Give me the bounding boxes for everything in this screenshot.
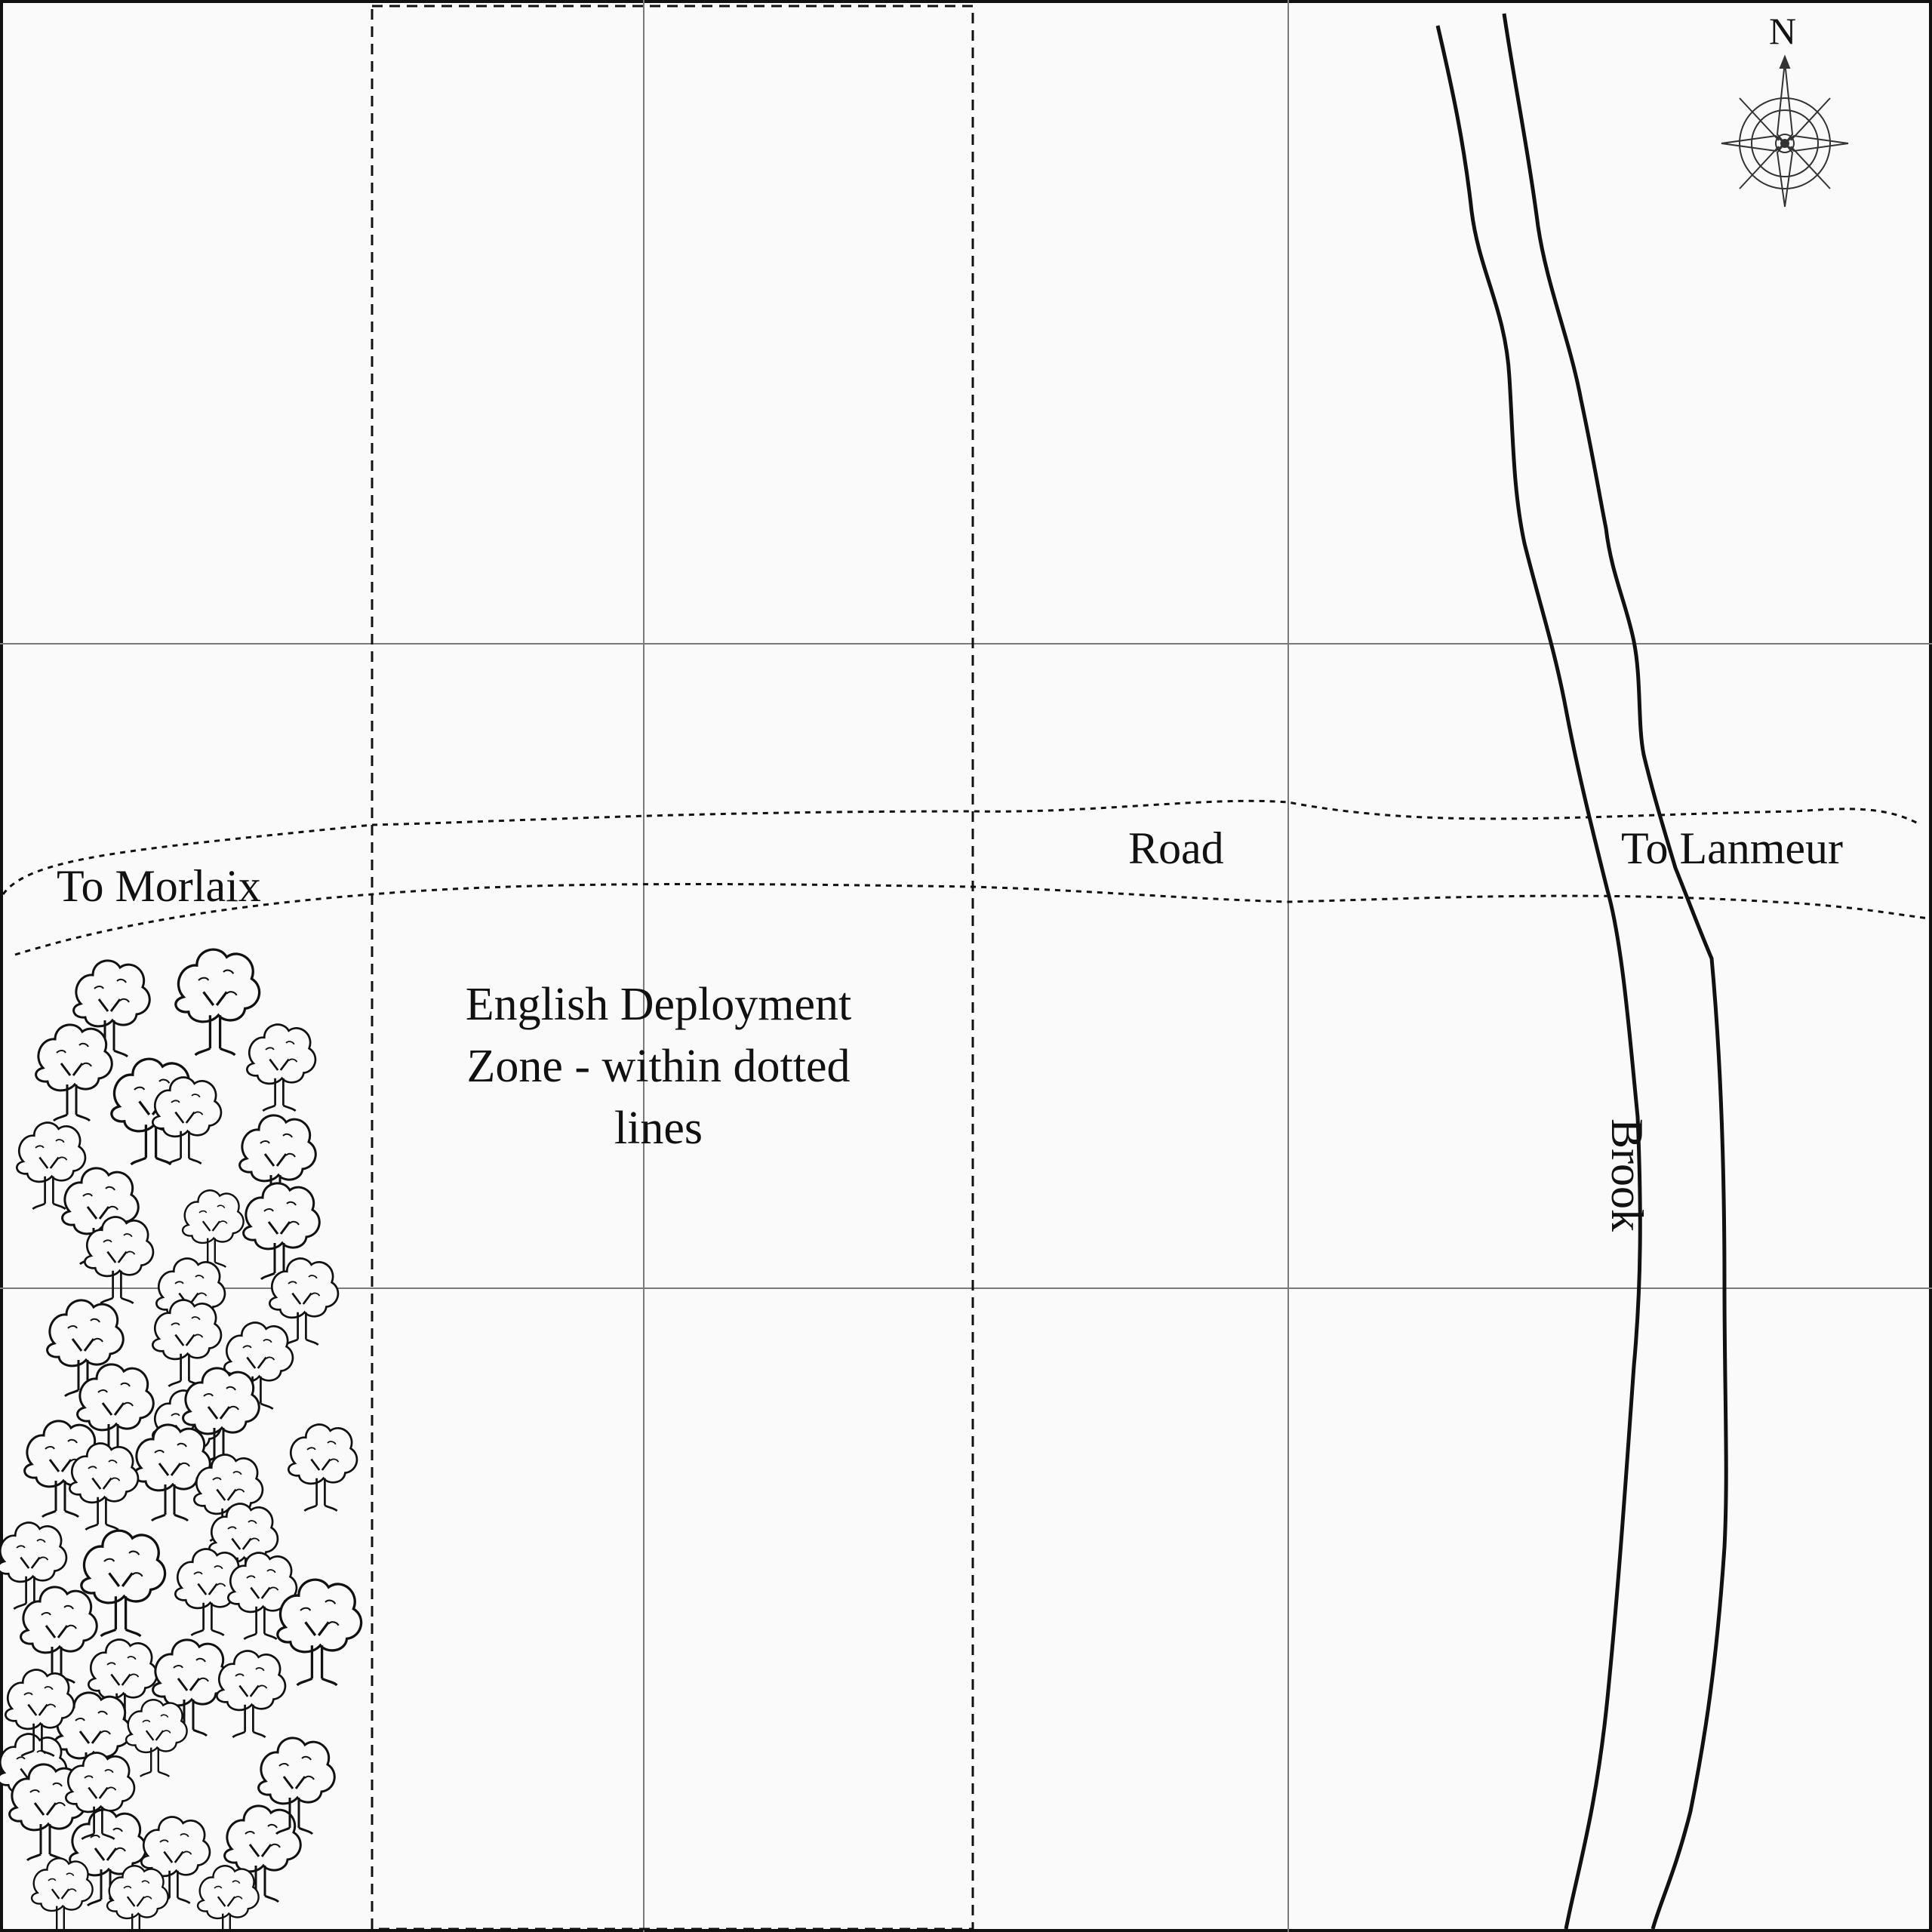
to-lanmeur-label: To Lanmeur [1621,823,1844,873]
tree-icon [181,1189,245,1268]
deployment-zone-boundary [371,5,974,1930]
road-label: Road [1128,823,1224,873]
tree-icon [152,1299,223,1388]
tree-icon [8,1763,87,1862]
brook [1435,13,1728,1930]
tree-icon [246,1023,317,1112]
compass-diagonals [1739,97,1831,189]
compass-inner-ring [1751,109,1819,177]
compass-center [1775,134,1795,153]
tree-icon [84,1216,155,1305]
compass-star [1721,61,1849,208]
compass-north-arrow [1779,54,1791,69]
brook-label: Brook [1602,1118,1652,1232]
deployment-zone-label: English Deployment Zone - within dotted … [465,979,852,1154]
compass-north-label: N [1769,10,1797,52]
tree-icon [30,1857,94,1932]
tree-icon [69,1442,140,1531]
tree-icon [46,1299,125,1398]
tree-icon [80,1529,167,1638]
road-edge-north [2,799,1921,895]
compass-outer-ring [1739,97,1831,189]
tree-icon [5,1669,75,1758]
tree-icon [16,1121,87,1211]
road [2,799,1930,956]
tree-icon [276,1578,363,1687]
tree-icon [227,1552,298,1641]
tree-icon [35,1023,113,1122]
road-edge-south [14,882,1930,956]
tree-icon [20,1586,98,1684]
tree-icon [182,1367,260,1466]
compass-rose-icon [1721,54,1849,208]
tree-icon [106,1865,169,1932]
tree-icon [0,1521,68,1611]
tree-icon [216,1650,287,1739]
tree-icon [125,1699,188,1777]
tree-icon [269,1257,340,1346]
tree-icon [65,1752,136,1841]
brook-bank-east [1502,13,1728,1930]
tree-icon [288,1423,358,1512]
tree-icon [242,1182,321,1281]
tree-icon [196,1865,260,1932]
tree-icon [133,1423,211,1522]
to-morlaix-label: To Morlaix [57,861,261,911]
brook-bank-west [1435,25,1642,1930]
tree-icon [257,1737,336,1835]
tree-cluster-icon [0,948,363,1932]
tree-icon [152,1076,223,1165]
tree-icon [174,948,261,1057]
